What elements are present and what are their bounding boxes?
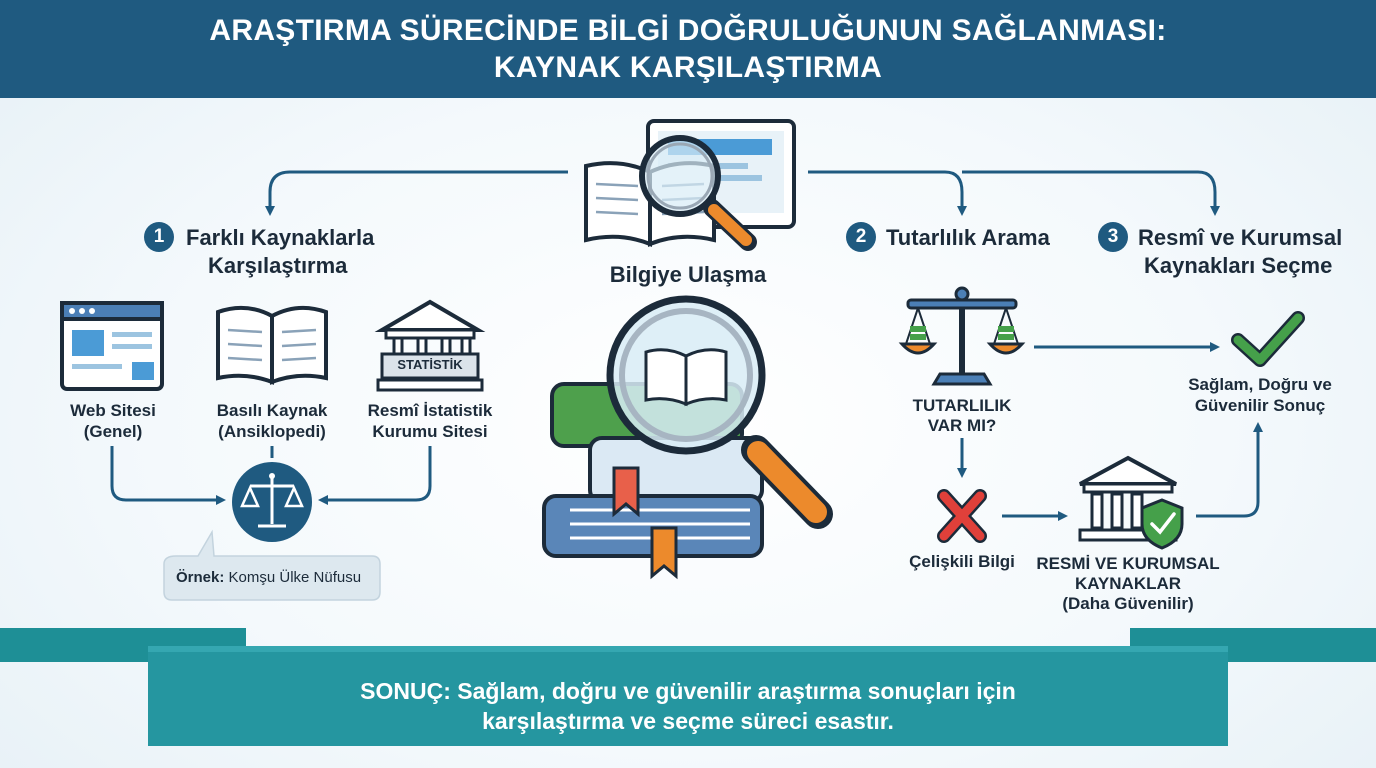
title-line-2: KAYNAK KARŞILAŞTIRMA (493, 51, 883, 84)
step1-title-line-1: Farklı Kaynaklarla (186, 225, 375, 250)
step2-title: Tutarlılık Arama (886, 225, 1050, 250)
consistency-question: TUTARLILIK VAR MI? (892, 396, 1032, 436)
statistics-building-icon (374, 299, 486, 392)
checkmark-icon (1231, 311, 1305, 367)
consistency-question-line-1: TUTARLILIK (912, 396, 1012, 415)
step1-title-line-2: Karşılaştırma (208, 253, 348, 278)
footer-line-2: karşılaştırma ve seçme süreci esastır. (482, 708, 894, 734)
institution-building-icon (1078, 455, 1178, 542)
cross-icon (937, 489, 987, 543)
official-sources-line-1: RESMİ VE KURUMSAL (1036, 554, 1220, 573)
web-browser-icon (60, 301, 164, 391)
header-banner (0, 0, 1376, 98)
footer-conclusion: SONUÇ: Sağlam, doğru ve güvenilir araştı… (148, 676, 1228, 736)
step2-badge: 2 (846, 222, 876, 252)
source-encyclopedia-line-1: Basılı Kaynak (216, 401, 328, 420)
shield-check-icon (1140, 498, 1184, 550)
example-bold: Örnek: (176, 569, 225, 586)
footer-ribbon (0, 628, 1376, 746)
result-label: Sağlam, Doğru ve Güvenilir Sonuç (1172, 374, 1348, 416)
result-line-2: Güvenilir Sonuç (1194, 396, 1326, 415)
official-sources-line-2: KAYNAKLAR (1074, 574, 1182, 593)
big-magnifier-icon (606, 295, 833, 529)
step3-badge: 3 (1098, 222, 1128, 252)
top-connector-arrows (265, 170, 1220, 216)
official-sources-label: RESMİ VE KURUMSAL KAYNAKLAR (Daha Güveni… (1026, 554, 1230, 614)
step3-title-line-1: Resmî ve Kurumsal (1138, 225, 1343, 250)
consistency-question-line-2: VAR MI? (927, 416, 997, 435)
step2-arrows (957, 342, 1263, 521)
encyclopedia-book-icon (216, 305, 328, 385)
result-line-1: Sağlam, Doğru ve (1188, 375, 1332, 394)
source-encyclopedia: Basılı Kaynak (Ansiklopedi) (198, 400, 346, 442)
conflict-label: Çelişkili Bilgi (909, 552, 1015, 571)
source-statistics: Resmî İstatistik Kurumu Sitesi (356, 400, 504, 442)
statistics-sign: STATİSTİK (397, 357, 463, 372)
step3-title-line-2: Kaynakları Seçme (1144, 253, 1333, 278)
footer-line-1: SONUÇ: Sağlam, doğru ve güvenilir araştı… (360, 678, 1016, 704)
step1-connector-arrows (110, 446, 432, 505)
official-sources-line-3: (Daha Güvenilir) (1062, 594, 1194, 613)
magnifier-icon (639, 135, 757, 251)
balance-circle-icon (232, 462, 312, 542)
source-web-line-1: Web Sitesi (70, 401, 156, 420)
source-statistics-line-1: Resmî İstatistik (367, 401, 493, 420)
source-statistics-line-2: Kurumu Sitesi (372, 422, 488, 441)
source-web: Web Sitesi (Genel) (42, 400, 184, 442)
source-web-line-2: (Genel) (83, 422, 143, 441)
example-value: Komşu Ülke Nüfusu (224, 569, 362, 586)
balance-scale-icon (898, 286, 1026, 386)
title-line-1: ARAŞTIRMA SÜRECİNDE BİLGİ DOĞRULUĞUNUN S… (209, 14, 1167, 47)
step1-badge: 1 (144, 222, 174, 252)
example-callout (163, 529, 381, 601)
example-text: Örnek: Komşu Ülke Nüfusu (176, 569, 361, 586)
source-encyclopedia-line-2: (Ansiklopedi) (218, 422, 326, 441)
center-label: Bilgiye Ulaşma (609, 262, 767, 287)
